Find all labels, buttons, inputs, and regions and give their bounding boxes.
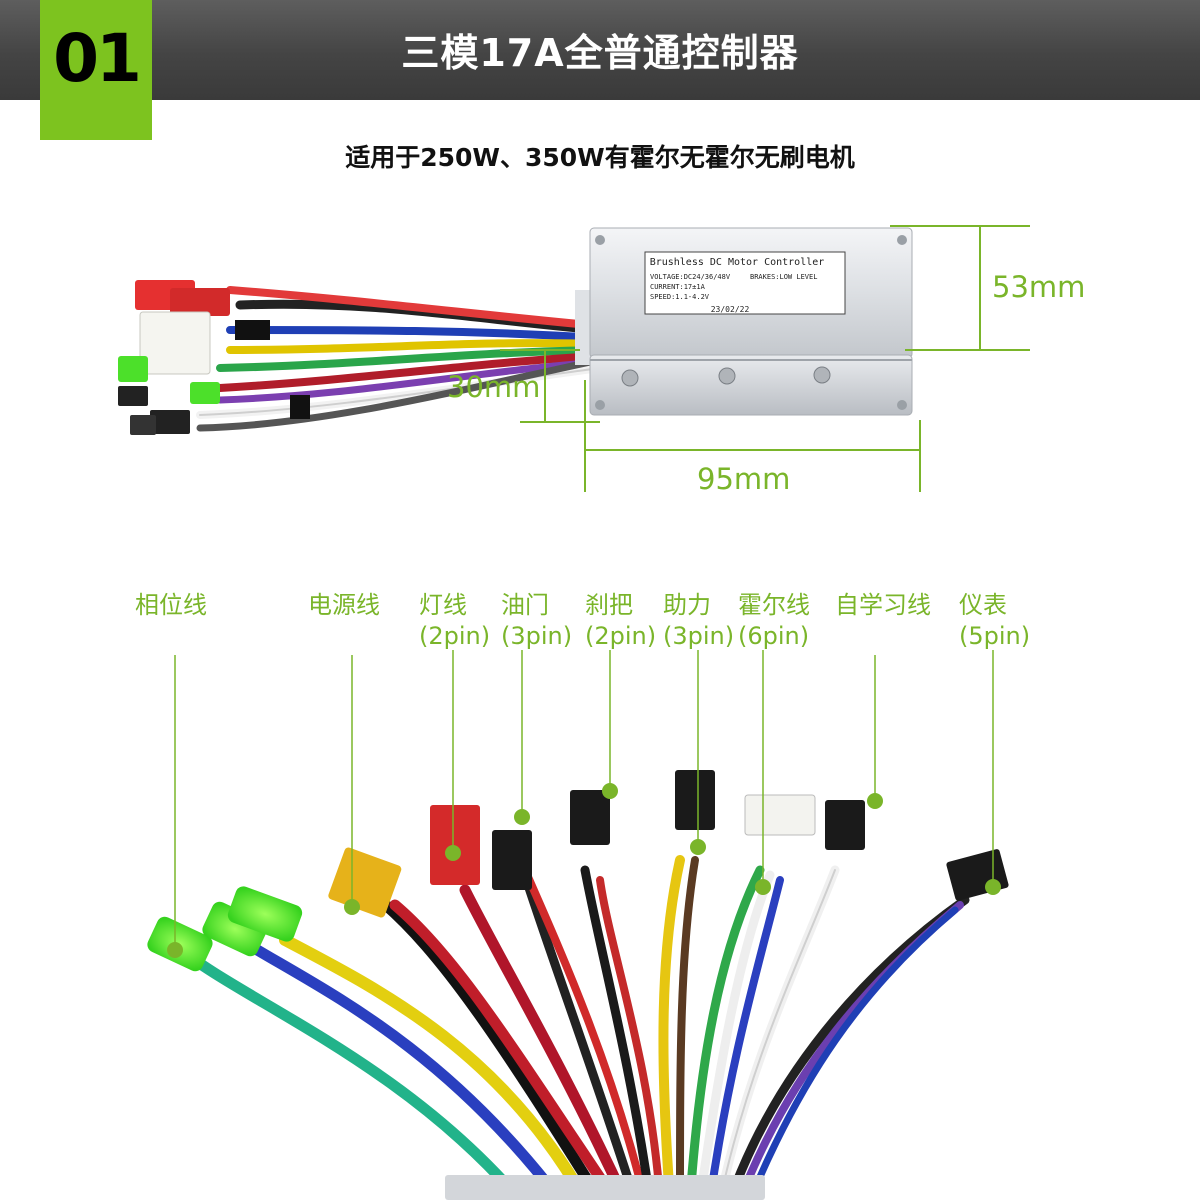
header-bar — [0, 0, 1200, 100]
bottom-connectors — [147, 770, 1009, 1200]
dimension-height-label: 53mm — [992, 270, 1086, 304]
page-title: 三模17A全普通控制器 — [401, 31, 799, 75]
leader-lines — [174, 650, 994, 945]
top-connectors — [118, 280, 310, 435]
badge-number: 01 — [53, 20, 142, 97]
connector-label-assist: 助力(3pin) — [663, 591, 735, 650]
label-heading: Brushless DC Motor Controller — [650, 257, 825, 268]
connector-label-meter: 仪表(5pin) — [959, 591, 1031, 650]
dimension-lines — [500, 225, 1030, 492]
page-subtitle: 适用于250W、350W有霍尔无霍尔无刷电机 — [345, 143, 855, 172]
label-brakes: BRAKES:LOW LEVEL — [750, 273, 817, 281]
connector-label-hall: 霍尔线(6pin) — [738, 591, 810, 650]
dimension-depth-label: 30mm — [447, 370, 541, 404]
connector-label-brake: 刹把(2pin) — [585, 591, 657, 650]
label-current: CURRENT:17±1A — [650, 283, 706, 291]
label-date: 23/02/22 — [711, 305, 750, 314]
connector-label-throttle: 油门(3pin) — [501, 591, 573, 650]
label-voltage: VOLTAGE:DC24/36/48V — [650, 273, 731, 281]
number-badge: 01 — [40, 0, 152, 140]
label-speed: SPEED:1.1-4.2V — [650, 293, 710, 301]
connector-label-light: 灯线(2pin) — [419, 591, 491, 650]
leader-dots — [167, 783, 1001, 958]
bottom-wire-harness — [169, 855, 970, 1200]
connector-label-power: 电源线 — [308, 591, 380, 619]
connector-label-phase: 相位线 — [135, 591, 207, 619]
connector-label-self-learning: 自学习线 — [835, 591, 931, 619]
top-wire-bundle — [196, 286, 605, 432]
controller-box — [575, 227, 913, 416]
dimension-length-label: 95mm — [697, 462, 791, 496]
